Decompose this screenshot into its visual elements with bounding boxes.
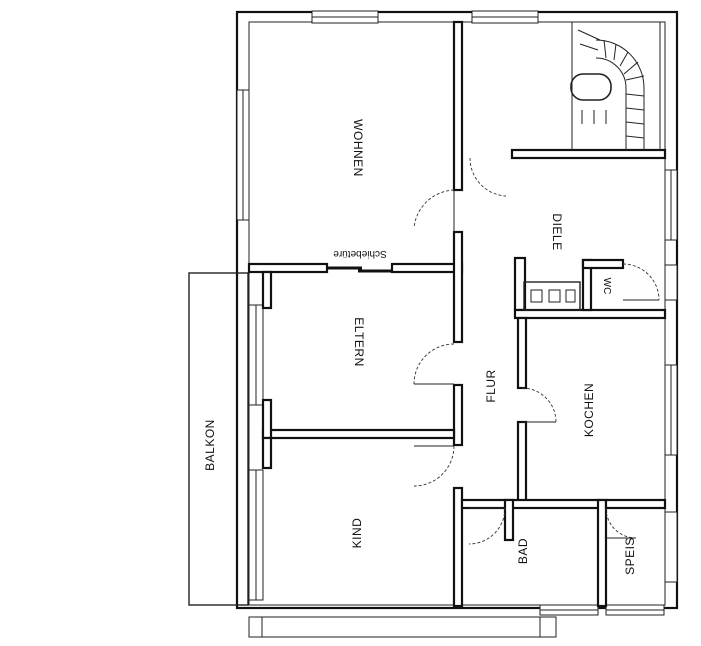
doors xyxy=(413,157,660,545)
room-label-kind: KIND xyxy=(350,518,364,549)
room-label-diele: DIELE xyxy=(550,213,564,250)
balcony xyxy=(188,272,249,606)
windows xyxy=(236,10,678,616)
spiral-staircase xyxy=(570,22,661,150)
room-label-eltern: ELTERN xyxy=(352,317,366,366)
room-label-balkon: BALKON xyxy=(203,419,217,471)
interior-walls xyxy=(247,20,667,608)
room-label-speis: SPEIS xyxy=(623,537,637,575)
room-label-bad: BAD xyxy=(516,538,530,564)
sliding-door xyxy=(327,266,392,273)
room-label-wc: WC xyxy=(601,278,612,295)
room-label-flur: FLUR xyxy=(484,369,498,402)
room-labels: WOHNEN DIELE WC ELTERN FLUR KOCHEN BALKO… xyxy=(203,119,637,575)
shafts xyxy=(523,281,581,311)
room-label-wohnen: WOHNEN xyxy=(351,119,365,177)
annotation-sliding-door: Schiebetüre xyxy=(333,248,387,259)
room-label-kochen: KOCHEN xyxy=(582,383,596,437)
